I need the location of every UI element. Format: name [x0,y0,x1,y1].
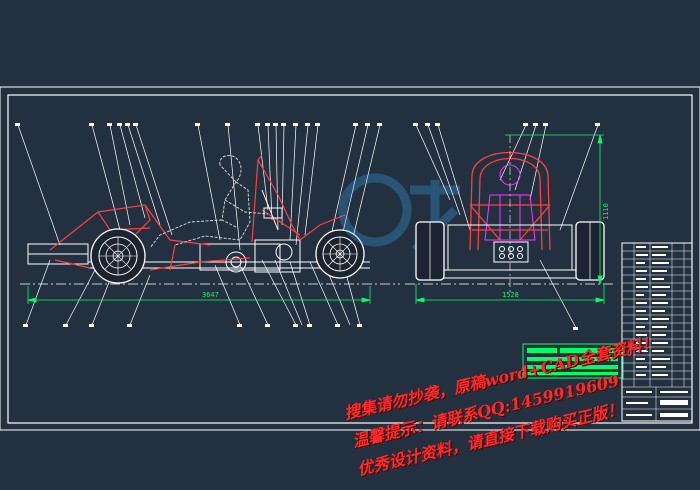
front-view-balloon-marks [413,123,600,330]
front-view-leader-lines [415,124,599,329]
side-length-dimension [27,286,371,304]
front-view: 1528 1110 [405,123,615,330]
driver-silhouette [149,154,269,249]
front-right-wheel [575,221,605,281]
side-roll-cage [49,154,346,271]
side-front-wheel [315,229,365,279]
side-view-balloon-marks [15,123,382,327]
side-view: 3647 [15,123,400,327]
front-height-dimension [505,134,604,285]
front-height-dimension-text: 1110 [602,203,610,220]
approval-stamp [522,343,624,379]
front-width-dimension-text: 1528 [502,291,519,299]
side-view-leader-lines [17,124,381,326]
front-width-dimension [415,284,605,304]
title-block [621,242,693,422]
side-length-dimension-text: 3647 [202,291,219,299]
steering-column [261,189,283,231]
front-left-wheel [415,221,445,281]
sheet-outer-border [0,86,700,431]
side-rear-wheel [90,228,146,284]
